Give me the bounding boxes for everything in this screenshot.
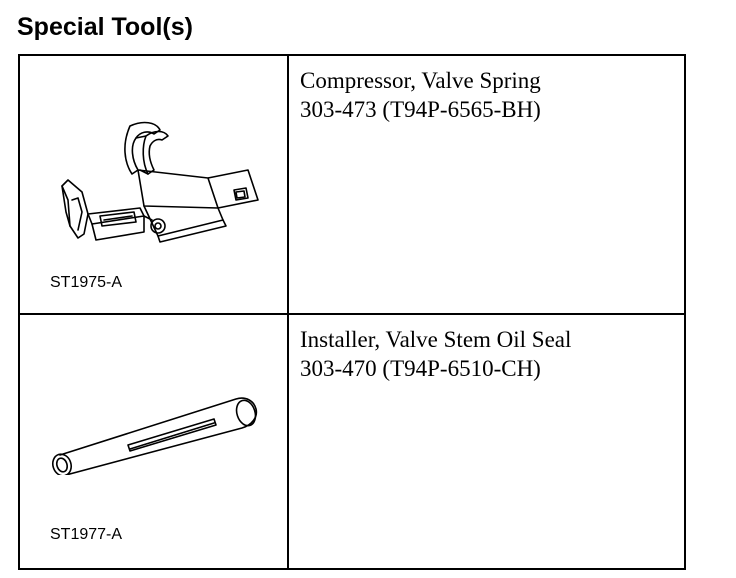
tool-name: Installer, Valve Stem Oil Seal [300, 327, 572, 352]
tool-description-cell: Compressor, Valve Spring 303-473 (T94P-6… [289, 56, 684, 313]
tool-number: 303-470 (T94P-6510-CH) [300, 356, 541, 381]
valve-stem-seal-installer-icon [51, 397, 258, 475]
valve-spring-compressor-icon [61, 121, 259, 243]
tool-number: 303-473 (T94P-6565-BH) [300, 97, 541, 122]
tool-image-code: ST1977-A [50, 526, 123, 543]
tool-image-cell: ST1977-A [20, 315, 289, 568]
page-title: Special Tool(s) [17, 13, 193, 41]
special-tools-table: ST1975-A Compressor, Valve Spring 303-47… [18, 54, 686, 570]
tool-name: Compressor, Valve Spring [300, 68, 541, 93]
tool-image-cell: ST1975-A [20, 56, 289, 313]
tool-row: ST1977-A Installer, Valve Stem Oil Seal … [20, 315, 684, 568]
tool-description-cell: Installer, Valve Stem Oil Seal 303-470 (… [289, 315, 684, 568]
tool-row: ST1975-A Compressor, Valve Spring 303-47… [20, 56, 684, 315]
tool-image-code: ST1975-A [50, 274, 123, 291]
